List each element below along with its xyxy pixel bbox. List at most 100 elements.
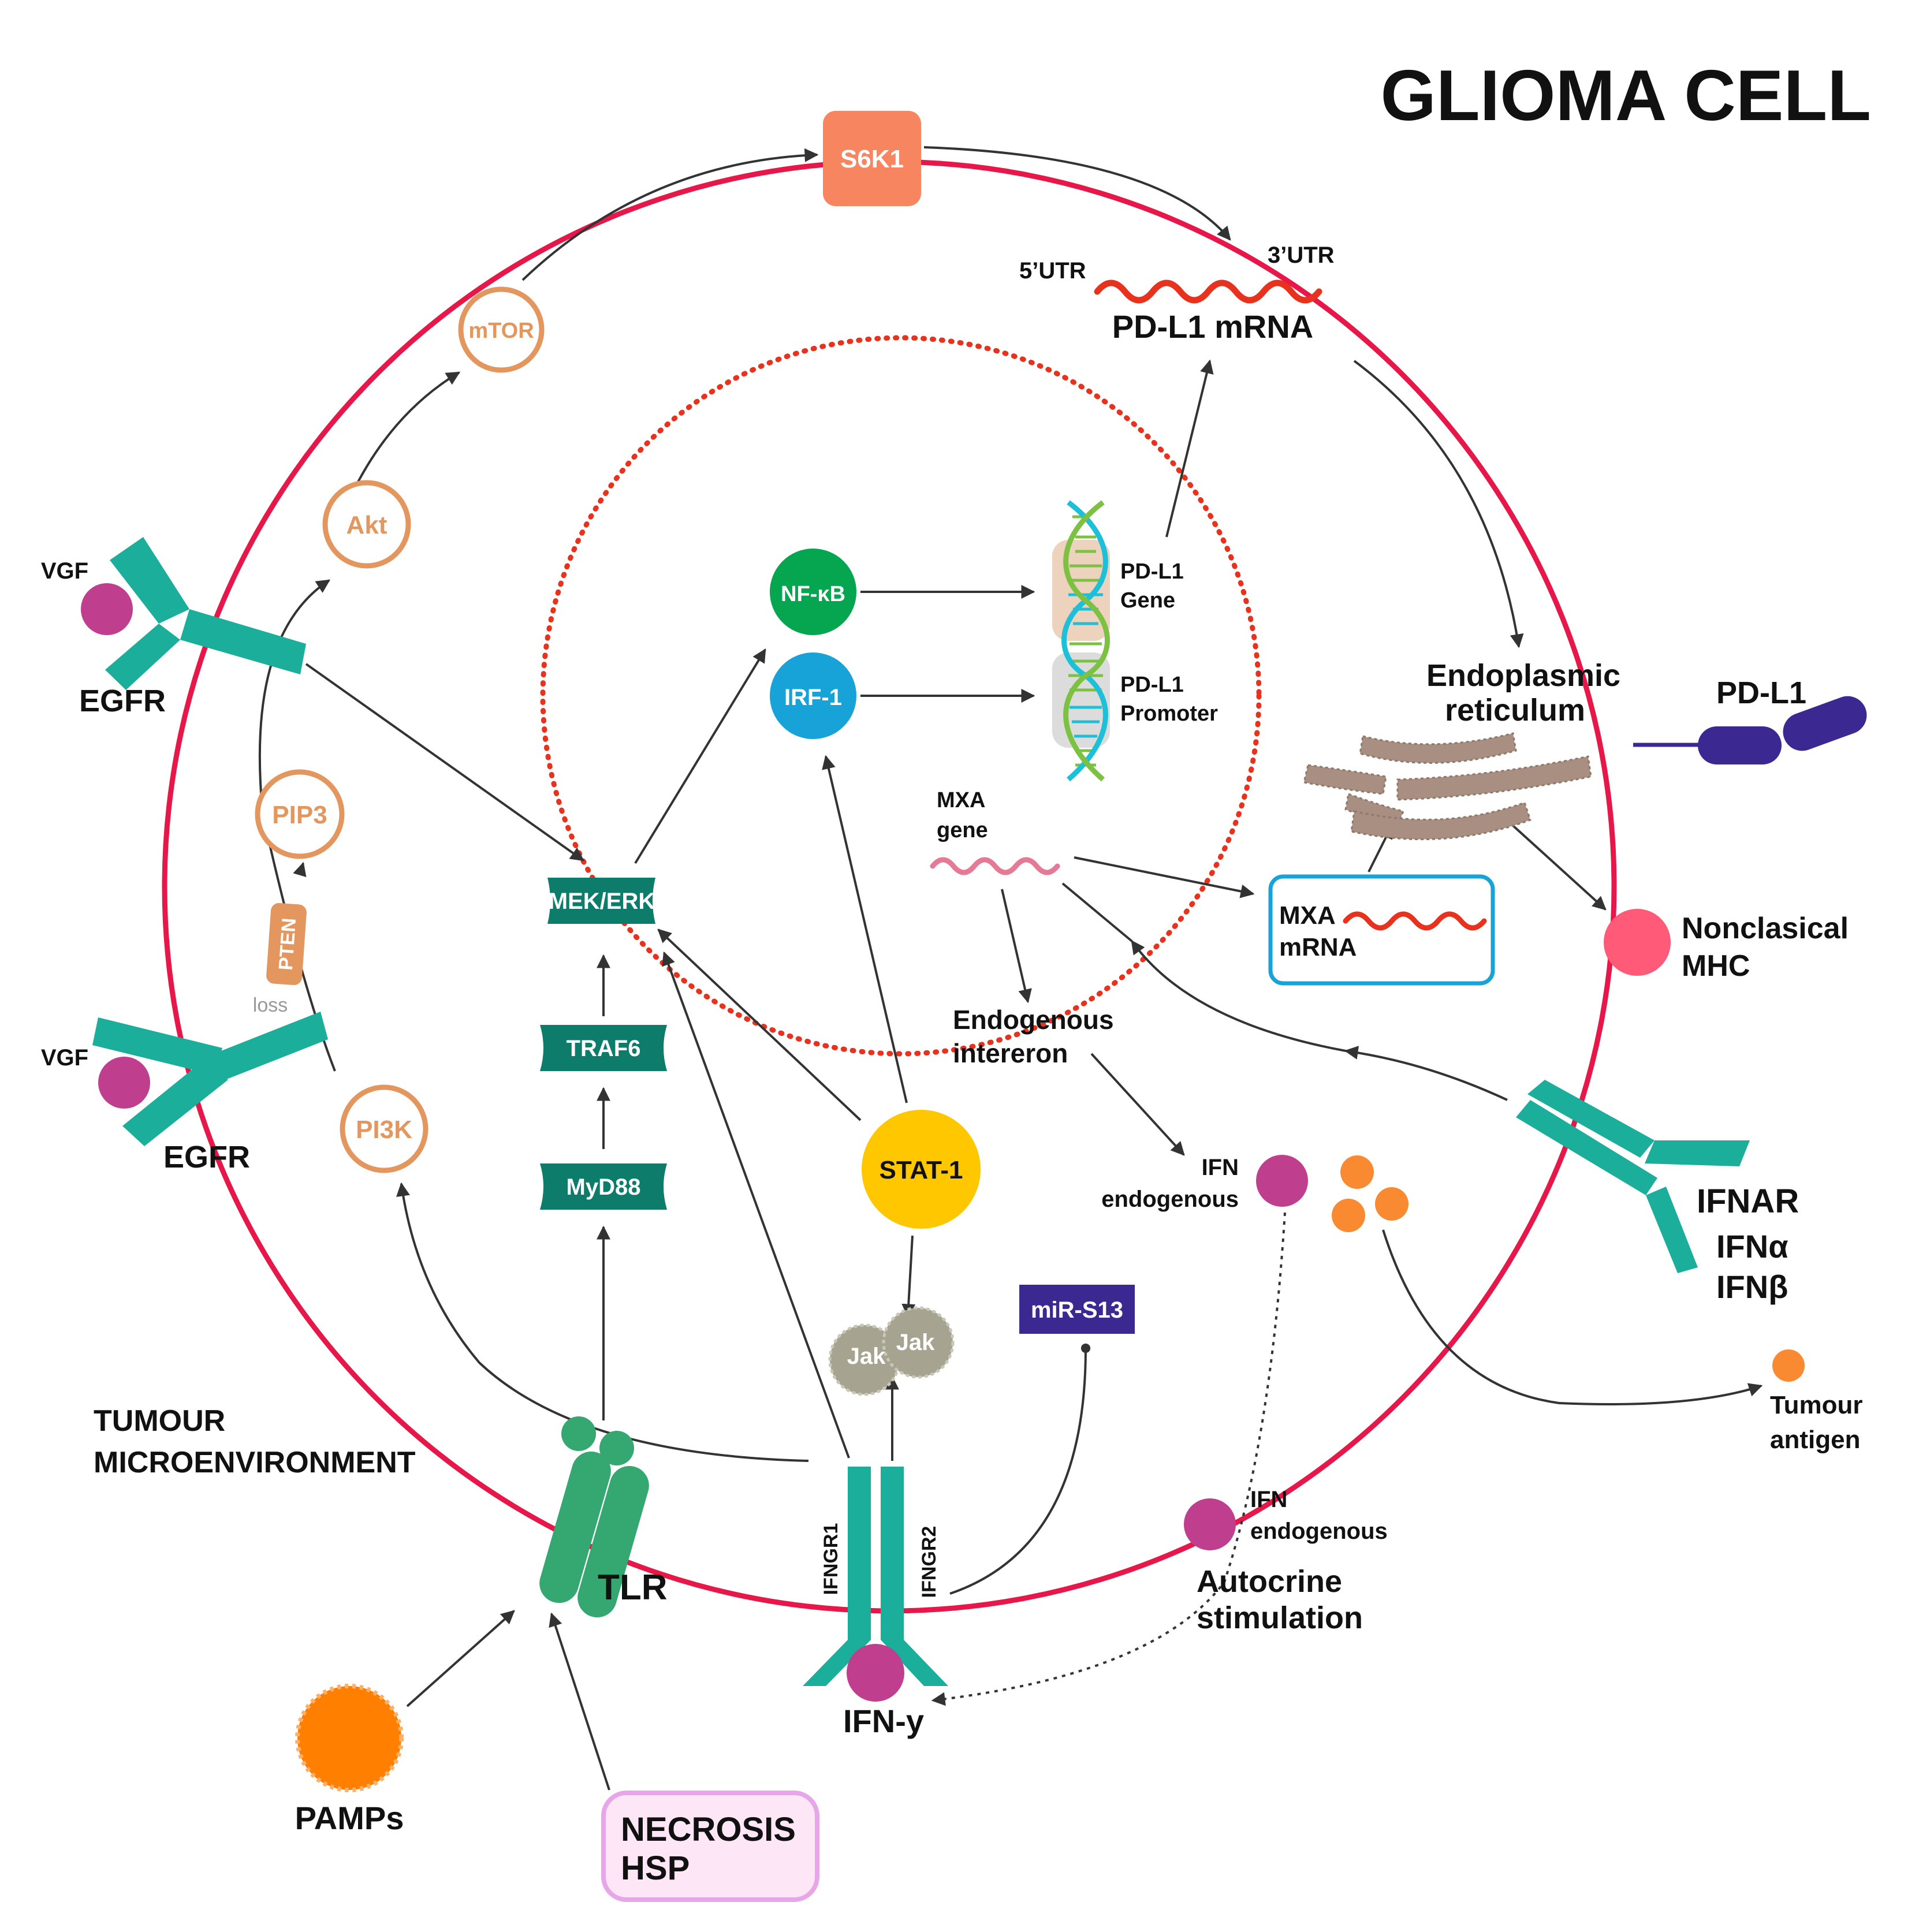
pdl1-mrna-label: PD-L1 mRNA	[1112, 308, 1313, 345]
akt-node	[322, 480, 411, 569]
ifnar-receptor	[1516, 1080, 1750, 1273]
ifn-endogenous-outer-label-1: IFN	[1250, 1487, 1287, 1512]
ifnar-label: IFNAR	[1697, 1183, 1799, 1220]
title: GLIOMA CELL	[1380, 56, 1871, 136]
mxa-mrna-label-2: mRNA	[1279, 933, 1357, 961]
utr5-label: 5’UTR	[1019, 258, 1086, 284]
pdl1-gene-label-2: Gene	[1120, 588, 1175, 613]
necrosis-label-2: HSP	[621, 1849, 690, 1887]
tumour-antigen-label-2: antigen	[1770, 1426, 1860, 1454]
egfr-bottom-receptor	[92, 1012, 328, 1146]
egfr-top-label: EGFR	[79, 684, 166, 718]
mxa-gene-label-1: MXA	[937, 788, 985, 812]
ifngr2-label: IFNGR2	[918, 1526, 940, 1598]
ifngr1-label: IFNGR1	[820, 1523, 842, 1595]
pdl1-domain-1	[1698, 726, 1782, 764]
dna-helix	[1052, 500, 1110, 782]
vgf-top-ligand	[81, 583, 133, 635]
ifn-endogenous-inner-label-2: endogenous	[1101, 1187, 1239, 1212]
mxa-mrna-strand	[1343, 911, 1487, 931]
tlr-receptor	[539, 1416, 649, 1618]
s6k1-node	[823, 111, 921, 206]
nfkb-node	[770, 549, 856, 635]
pdl1-promoter-label-2: Promoter	[1120, 702, 1218, 726]
nonclassical-mhc	[1604, 909, 1671, 976]
vgf-bottom-ligand	[98, 1057, 150, 1109]
mir513-label: miR-S13	[1031, 1297, 1123, 1323]
traf6-label: TRAF6	[567, 1036, 641, 1061]
egfr-top-receptor	[105, 537, 306, 690]
tlr-label: TLR	[598, 1568, 668, 1607]
pten-loss-label: loss	[253, 994, 288, 1016]
vgf-bottom-label: VGF	[41, 1045, 88, 1071]
mxa-gene-strand	[930, 857, 1060, 875]
pdl1-label: PD-L1	[1716, 676, 1806, 710]
mhc-label-2: MHC	[1682, 949, 1750, 983]
ifn-beta-label: IFNβ	[1716, 1269, 1788, 1305]
necrosis-label-1: NECROSIS	[621, 1811, 796, 1848]
pdl1-domain-2	[1783, 696, 1867, 751]
tme-label-2: MICROENVIRONMENT	[94, 1446, 416, 1479]
ifn-endogenous-outer-label-2: endogenous	[1250, 1519, 1388, 1544]
ifn-y-ligand	[847, 1644, 904, 1702]
pten-label: PTEN	[275, 917, 300, 971]
tme-label-1: TUMOUR	[94, 1404, 225, 1438]
tumour-antigen-label-1: Tumour	[1770, 1391, 1863, 1419]
mhc-label-1: Nonclasical	[1682, 912, 1849, 945]
pip3-node	[255, 769, 345, 859]
traf6-node	[540, 1025, 667, 1071]
tumour-antigen	[1772, 1349, 1805, 1382]
pathway-arrows	[258, 146, 1763, 1791]
pi3k-label: PI3K	[356, 1116, 412, 1144]
endogenous-interferon-label-2: intereron	[953, 1038, 1068, 1068]
ifn-alpha-label: IFNα	[1716, 1228, 1788, 1265]
s6k1-label: S6K1	[840, 145, 904, 173]
nucleus-membrane	[540, 335, 1262, 1057]
pdl1-mrna-strand	[1094, 279, 1322, 304]
jak-blob-2	[882, 1306, 955, 1379]
er-label-1: Endoplasmic	[1426, 658, 1620, 693]
mir513-node	[1019, 1285, 1135, 1334]
ifn-y-label: IFN-y	[843, 1703, 924, 1739]
nfkb-label: NF-κB	[781, 582, 845, 606]
autocrine-label-2: stimulation	[1197, 1601, 1363, 1635]
mxa-mrna-label-1: MXA	[1279, 901, 1336, 930]
mek-erk-label: MEK/ERK	[549, 889, 655, 914]
antigen-sphere-2	[1332, 1199, 1365, 1232]
stat1-node	[862, 1110, 981, 1229]
ifn-endogenous-inner	[1256, 1155, 1308, 1207]
ifn-endogenous-outer	[1184, 1498, 1236, 1550]
er-label-2: reticulum	[1445, 693, 1585, 728]
pten-node	[266, 902, 307, 986]
myd88-node	[540, 1163, 667, 1210]
antigen-sphere-3	[1375, 1187, 1408, 1221]
irf1-label: IRF-1	[784, 685, 842, 710]
mxa-gene-label-2: gene	[937, 818, 988, 842]
pamps-particle	[295, 1684, 404, 1792]
pdl1-gene-label-1: PD-L1	[1120, 560, 1184, 584]
mtor-node	[458, 286, 545, 373]
myd88-label: MyD88	[567, 1174, 641, 1200]
autocrine-dotted-arrow	[931, 1212, 1286, 1706]
autocrine-label-1: Autocrine	[1197, 1564, 1342, 1599]
jak-label-2: Jak	[896, 1330, 935, 1355]
antigen-sphere-1	[1340, 1155, 1374, 1189]
utr3-label: 3’UTR	[1268, 243, 1335, 268]
vgf-top-label: VGF	[41, 558, 88, 584]
pi3k-node	[340, 1084, 428, 1173]
pdl1-promoter-label-1: PD-L1	[1120, 673, 1184, 697]
ifngr-receptor	[803, 1467, 948, 1686]
irf1-node	[770, 652, 856, 739]
endogenous-interferon-label-1: Endogenous	[953, 1005, 1114, 1035]
egfr-bottom-label: EGFR	[163, 1140, 250, 1174]
mtor-label: mTOR	[468, 319, 534, 343]
stat1-label: STAT-1	[879, 1156, 963, 1184]
jak-label-1: Jak	[847, 1344, 886, 1369]
pamps-label: PAMPs	[295, 1800, 404, 1836]
pip3-label: PIP3	[272, 801, 327, 829]
mek-erk-node	[547, 878, 655, 924]
akt-label: Akt	[346, 511, 387, 539]
necrosis-box	[601, 1791, 819, 1902]
ifn-endogenous-inner-label-1: IFN	[1202, 1155, 1239, 1180]
